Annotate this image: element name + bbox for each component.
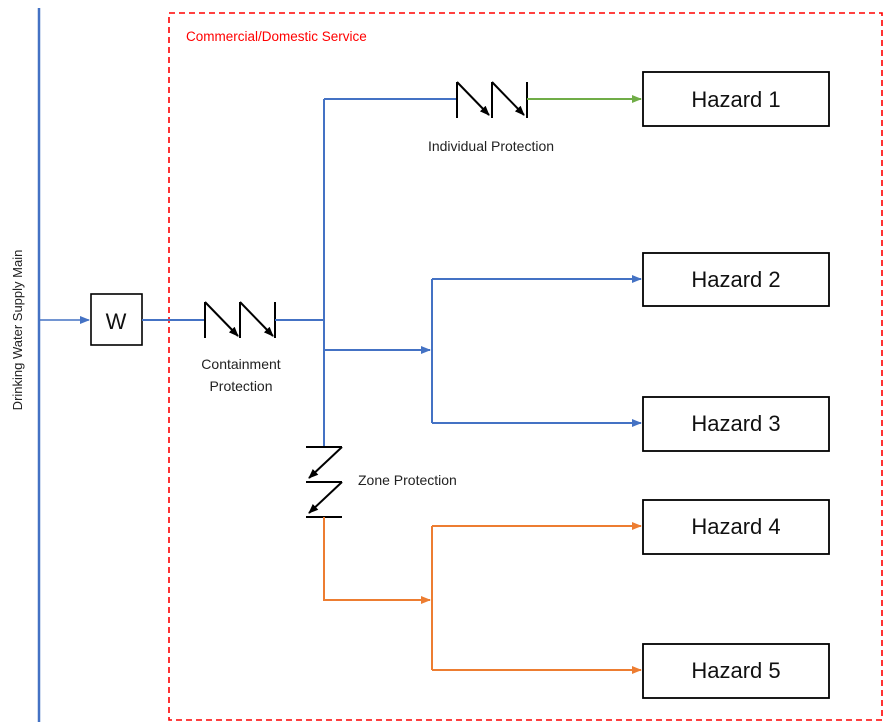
zone-valve — [306, 446, 343, 518]
hazard-3-label: Hazard 3 — [691, 411, 780, 436]
hazard-4-box: Hazard 4 — [642, 499, 830, 555]
supply-main-label: Drinking Water Supply Main — [10, 250, 25, 411]
hazard-1-box: Hazard 1 — [642, 71, 830, 127]
hazard-3-box: Hazard 3 — [642, 396, 830, 452]
water-meter-label: W — [106, 309, 127, 334]
individual-valve — [456, 81, 528, 118]
hazard-2-label: Hazard 2 — [691, 267, 780, 292]
service-boundary-label: Commercial/Domestic Service — [186, 29, 367, 44]
containment-label-line1: Containment — [201, 356, 280, 372]
zone-protection-label: Zone Protection — [358, 472, 457, 488]
hazard-5-box: Hazard 5 — [642, 643, 830, 699]
hazard-2-box: Hazard 2 — [642, 252, 830, 307]
individual-protection-label: Individual Protection — [428, 138, 554, 154]
zone-branch-line — [323, 517, 431, 604]
containment-label-line2: Protection — [209, 378, 272, 394]
containment-valve — [204, 301, 276, 338]
hazard-1-label: Hazard 1 — [691, 87, 780, 112]
hazard-4-label: Hazard 4 — [691, 514, 780, 539]
hazard-5-label: Hazard 5 — [691, 658, 780, 683]
